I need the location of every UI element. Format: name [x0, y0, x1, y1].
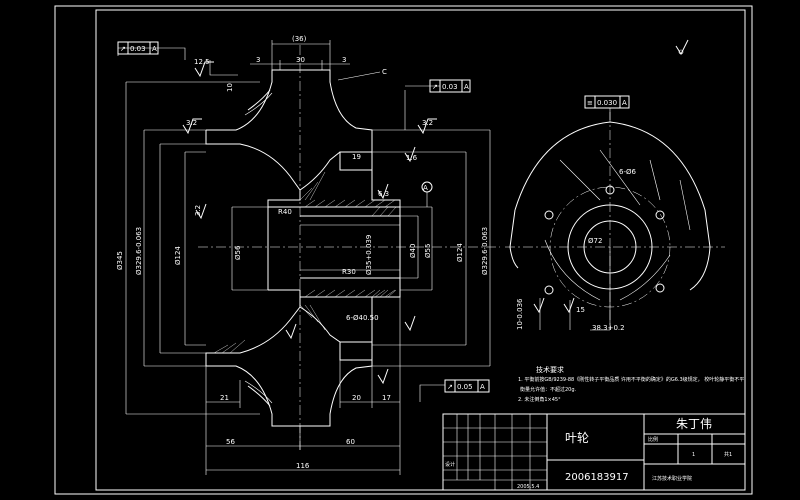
side-dim-6-d6: 6-Ø6: [619, 168, 636, 176]
roughness-symbol: [417, 118, 437, 135]
tolerance-frame-top-left: ↗ 0.03 A: [117, 41, 159, 55]
roughness-symbol: [195, 203, 207, 220]
tol-datum: A: [622, 99, 627, 107]
quantity-value: 1: [692, 452, 695, 458]
tolerance-frame-top-right: ↗ 0.03 A: [429, 79, 471, 93]
tol-value: 0.05: [457, 383, 473, 391]
dim-19: 19: [352, 153, 361, 161]
tolerance-frame-bottom: ↗ 0.05 A: [444, 379, 490, 393]
tol-symbol: ↗: [447, 383, 453, 391]
dim-d35: Ø35+0.039: [365, 235, 373, 275]
section-hatch-bore-right: [371, 206, 397, 298]
tech-req-line-2: 衡量允许值：不超过20g.: [520, 386, 577, 393]
tech-req-title: 技术要求: [536, 365, 564, 374]
outer-frame: [54, 5, 753, 495]
roughness-symbol: [533, 297, 545, 314]
rough-3-2-a: 3.2: [186, 119, 197, 127]
part-name: 叶轮: [565, 431, 589, 445]
side-dim-d72: Ø72: [588, 237, 602, 245]
dim-36: (36): [292, 35, 307, 43]
tol-datum: A: [464, 83, 469, 91]
tol-datum: A: [480, 383, 485, 391]
tol-value: 0.03: [442, 83, 458, 91]
inner-frame: [95, 9, 746, 491]
tech-req-line-3: 2. 未注倒角1×45°: [518, 396, 561, 403]
dim-10: 10: [226, 83, 234, 92]
callout-c: C: [382, 68, 387, 76]
dim-60: 60: [346, 438, 355, 446]
roughness-symbol: [285, 323, 297, 340]
dim-3-right: 3: [342, 56, 346, 64]
dim-30: 30: [296, 56, 305, 64]
designer-name: 朱丁伟: [676, 417, 712, 431]
datum-a-label: A: [423, 184, 428, 192]
roughness-symbol: [404, 146, 416, 163]
dim-17: 17: [382, 394, 391, 402]
rough-3-2-c: 3.2: [194, 205, 202, 216]
scale-label: 比例: [648, 436, 658, 443]
rough-3-2-b: 3.2: [422, 119, 433, 127]
dim-d124-left: Ø124: [174, 246, 182, 265]
top-right-roughness-symbol: [675, 39, 689, 56]
tol-symbol: ≡: [587, 99, 593, 107]
rough-1-6: 1.6: [406, 154, 418, 162]
drawing-number: 2006183917: [565, 472, 629, 483]
dim-d345: Ø345: [116, 251, 124, 270]
dim-20: 20: [352, 394, 361, 402]
rough-12-5: 12.5: [194, 58, 210, 66]
tol-symbol: ↗: [432, 83, 438, 91]
tol-value: 0.03: [130, 45, 146, 53]
dim-d55: Ø55: [424, 244, 432, 258]
dim-d40: Ø40: [409, 244, 417, 258]
dim-r30: R30: [342, 268, 356, 276]
roughness-symbol: [182, 118, 202, 135]
side-dim-15: 15: [576, 306, 585, 314]
upper-disc-outline: [206, 69, 373, 170]
upper-hub-outline: [267, 190, 301, 208]
dim-116: 116: [296, 462, 310, 470]
dim-r40: R40: [278, 208, 292, 216]
title-block: [442, 413, 746, 491]
signature-label: 设计: [445, 461, 455, 468]
roughness-symbol: [194, 61, 214, 78]
tech-req-line-1: 1. 平衡前按GB/9239-88《刚性转子平衡品质 许用不平衡的确定》的G6.…: [518, 376, 744, 383]
roughness-symbol: [404, 315, 416, 332]
upper-blade-profile: [205, 130, 301, 191]
side-dim-10: 10-0.036: [516, 298, 524, 330]
date-label: 2005.5.4: [517, 484, 539, 490]
dim-keyway: 6-Ø40.50: [346, 314, 379, 322]
dim-56: 56: [226, 438, 235, 446]
side-dim-38: 38.3+0.2: [592, 324, 625, 332]
roughness-symbol: [377, 368, 389, 385]
tol-value: 0.030: [597, 99, 617, 107]
dim-d329: Ø329.6-0.063: [135, 227, 143, 275]
side-view: [505, 108, 725, 331]
dim-d124-right: Ø124: [456, 243, 464, 262]
section-hatch-lower: [213, 289, 396, 354]
side-view-outline: [514, 121, 711, 291]
tol-symbol: ↗: [120, 45, 126, 53]
dim-3-left: 3: [256, 56, 260, 64]
rough-6-3: 6.3: [378, 190, 389, 198]
lower-disc-outline: [205, 306, 373, 427]
tol-datum: A: [152, 45, 157, 53]
section-hatch-upper: [299, 171, 396, 208]
roughness-symbol: [377, 183, 389, 200]
dim-d56: Ø56: [234, 245, 242, 260]
sheet-label: 共1: [724, 451, 732, 458]
dim-d329-right: Ø329.6-0.063: [481, 227, 489, 275]
tolerance-frame-side-view: ≡ 0.030 A: [584, 95, 630, 109]
school-name: 江苏技术职业学院: [652, 475, 692, 482]
roughness-symbol: [563, 297, 575, 314]
dim-21: 21: [220, 394, 229, 402]
